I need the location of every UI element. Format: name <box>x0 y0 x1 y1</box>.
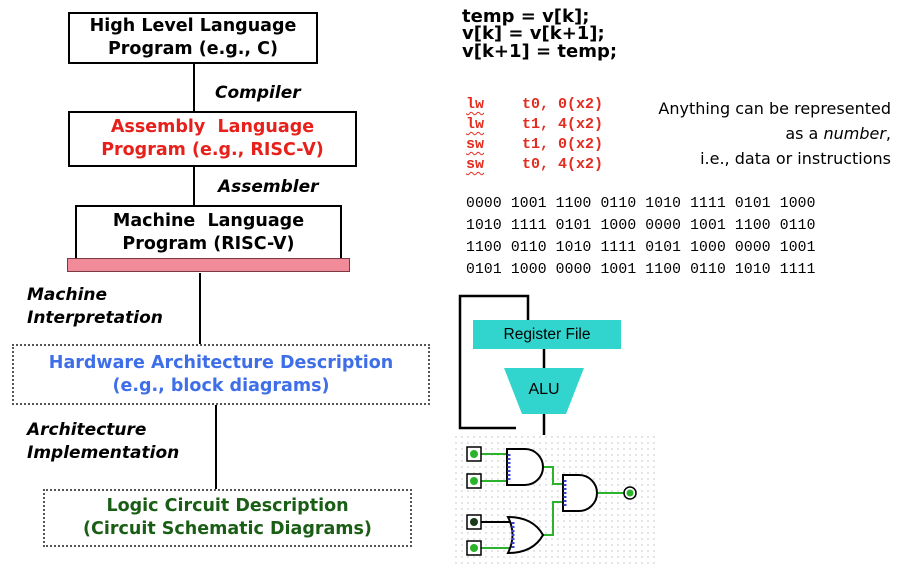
machine-interpretation-line2: Interpretation <box>27 308 163 328</box>
connector-line <box>215 404 217 490</box>
machine-interpretation-line1: Machine <box>27 285 108 305</box>
hardware-architecture-box: Hardware Architecture Description (e.g.,… <box>12 344 430 405</box>
output-pin <box>623 486 637 500</box>
c-code-line: v[k+1] = temp; <box>462 41 618 62</box>
assembly-instruction: sw t1, 0(x2) <box>466 136 603 153</box>
assembly-opcode: sw <box>466 136 485 153</box>
machine-line1: Machine Language <box>112 210 305 231</box>
representation-note: Anything can be represented as a number,… <box>658 96 891 171</box>
connector-line <box>193 62 195 112</box>
binary-row: 1100 0110 1010 1111 0101 1000 0000 1001 <box>466 240 816 256</box>
assembly-opcode: lw <box>466 96 485 113</box>
compiler-label: Compiler <box>215 83 301 103</box>
schematic-grid <box>455 436 655 564</box>
note-line1: Anything can be represented <box>658 99 891 118</box>
block-diagram <box>458 294 621 435</box>
assembly-instruction: sw t0, 4(x2) <box>466 156 603 173</box>
assembly-operands: t0, 4(x2) <box>522 156 604 173</box>
logic-circuit-box: Logic Circuit Description (Circuit Schem… <box>43 489 412 547</box>
note-line2: as a number, <box>658 121 891 146</box>
note-line3: i.e., data or instructions <box>700 149 891 168</box>
hardware-line1: Hardware Architecture Description <box>48 352 394 373</box>
input-pin <box>466 540 482 556</box>
and-gate <box>506 448 544 486</box>
assembly-language-box: Assembly Language Program (e.g., RISC-V) <box>68 111 357 167</box>
logic-line1: Logic Circuit Description <box>106 496 349 516</box>
machine-interpretation-label: Machine Interpretation <box>27 284 163 330</box>
assembly-operands: t1, 0(x2) <box>522 136 604 153</box>
register-file-block <box>473 320 621 349</box>
c-code-line: temp = v[k]; <box>462 6 590 27</box>
high-level-line2: Program (e.g., C) <box>107 39 279 59</box>
binary-row: 1010 1111 0101 1000 0000 1001 1100 0110 <box>466 218 816 234</box>
machine-language-bar <box>67 258 350 272</box>
architecture-implementation-line1: Architecture <box>27 420 147 440</box>
logic-circuit-schematic <box>455 436 655 564</box>
binary-row: 0101 1000 0000 1001 1100 0110 1010 1111 <box>466 262 816 278</box>
assembly-instruction: lw t1, 4(x2) <box>466 116 603 133</box>
wire <box>542 501 563 536</box>
assembly-line1: Assembly Language <box>110 117 315 137</box>
high-level-line1: High Level Language <box>89 16 297 36</box>
c-code-line: v[k] = v[k+1]; <box>462 23 605 44</box>
logic-line2: (Circuit Schematic Diagrams) <box>83 519 372 539</box>
input-pin <box>466 473 482 489</box>
architecture-implementation-line2: Implementation <box>27 443 180 463</box>
feedback-path <box>458 294 530 430</box>
assembly-opcode: sw <box>466 156 485 173</box>
architecture-implementation-label: Architecture Implementation <box>27 419 179 465</box>
alu-label: ALU <box>528 381 560 398</box>
register-file-label: Register File <box>503 326 591 343</box>
machine-language-box: Machine Language Program (RISC-V) <box>75 205 342 260</box>
binary-row: 0000 1001 1100 0110 1010 1111 0101 1000 <box>466 196 816 212</box>
note-line2-em: number <box>823 124 886 143</box>
alu-block <box>504 368 584 414</box>
machine-line2: Program (RISC-V) <box>122 233 295 254</box>
input-pin <box>466 514 482 530</box>
connector-line <box>199 273 201 345</box>
wire <box>541 466 563 485</box>
assembly-instruction: lw t0, 0(x2) <box>466 96 603 113</box>
assembly-operands: t1, 4(x2) <box>522 116 604 133</box>
note-line2-post: , <box>885 124 891 143</box>
connector-line <box>193 166 195 206</box>
hardware-line2: (e.g., block diagrams) <box>112 375 330 396</box>
assembly-opcode: lw <box>466 116 485 133</box>
high-level-language-box: High Level Language Program (e.g., C) <box>68 12 318 64</box>
and-gate <box>562 474 598 512</box>
assembly-operands: t0, 0(x2) <box>522 96 604 113</box>
input-pin <box>466 446 482 462</box>
note-line2-pre: as a <box>785 124 824 143</box>
assembler-label: Assembler <box>218 177 319 197</box>
assembly-line2: Program (e.g., RISC-V) <box>101 140 324 160</box>
